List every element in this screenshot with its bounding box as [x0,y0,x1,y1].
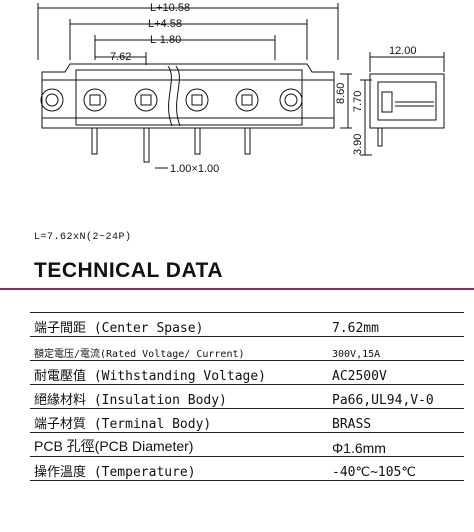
section-title: TECHNICAL DATA [34,259,223,282]
spec-label: PCB 孔徑(PCB Diameter) [30,432,328,457]
spec-label: 操作溫度 (Temperature) [30,456,328,481]
spec-value: AC2500V [328,360,464,385]
spec-value: 7.62mm [328,312,464,337]
dim-pin-offset: 3.90 [352,134,364,155]
spec-value: -40℃~105℃ [328,456,464,481]
spec-row: 額定電压/電流(Rated Voltage/ Current) 300V,15A [30,336,464,361]
dim-height-outer: 8.60 [335,83,347,104]
dim-side-width: 12.00 [389,45,417,57]
dim-pitch: 7.62 [110,51,131,63]
spec-label: 端子材質 (Terminal Body) [30,408,328,433]
spec-row: 端子間距 (Center Spase) 7.62mm [30,312,464,337]
spec-label: 額定電压/電流(Rated Voltage/ Current) [30,336,328,361]
dim-pin-size: 1.00×1.00 [170,163,219,175]
spec-row: PCB 孔徑(PCB Diameter) Φ1.6mm [30,432,464,457]
spec-label: 端子間距 (Center Spase) [30,312,328,337]
spec-value: Φ1.6mm [328,432,464,457]
dim-total: L+10.58 [150,2,190,14]
dim-mid: L+4.58 [148,18,182,30]
spec-label: 耐電壓值 (Withstanding Voltage) [30,360,328,385]
dim-height-inner: 7.70 [352,91,364,112]
spec-value: BRASS [328,408,464,433]
spec-value: 300V,15A [328,336,464,361]
spec-value: Pa66,UL94,V-0 [328,384,464,409]
spec-row: 絕緣材料 (Insulation Body) Pa66,UL94,V-0 [30,384,464,409]
title-divider [0,288,474,290]
side-view [340,52,445,156]
spec-row: 耐電壓值 (Withstanding Voltage) AC2500V [30,360,464,385]
spec-row: 操作溫度 (Temperature) -40℃~105℃ [30,456,464,481]
technical-drawing: L+10.58 L+4.58 L-1.80 7.62 12.00 8.60 7.… [37,2,445,175]
spec-label: 絕緣材料 (Insulation Body) [30,384,328,409]
spec-row: 端子材質 (Terminal Body) BRASS [30,408,464,433]
front-view [37,3,339,169]
length-formula: L=7.62xN(2~24P) [34,232,132,243]
dim-inner: L-1.80 [150,34,181,46]
spec-table: 端子間距 (Center Spase) 7.62mm 額定電压/電流(Rated… [30,312,464,481]
